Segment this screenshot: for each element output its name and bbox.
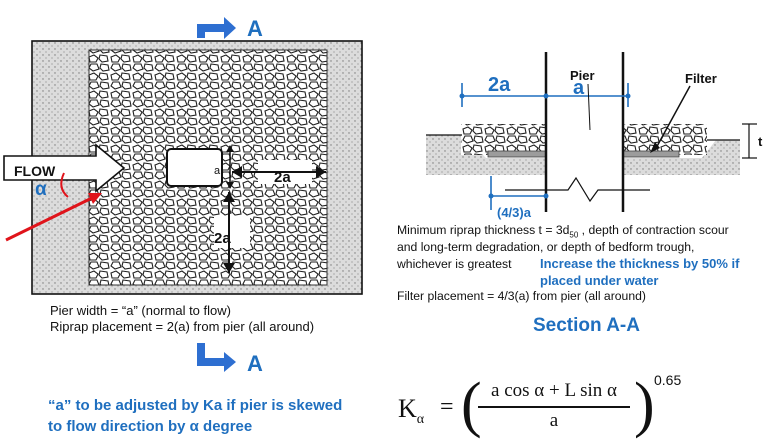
section-title: Section A-A [533,315,640,336]
thickness-note-line1: Minimum riprap thickness t = 3d50 , dept… [397,223,729,240]
increase-note-line1: Increase the thickness by 50% if [540,256,740,271]
filter-layer-left [487,150,547,158]
formula-exponent: 0.65 [654,372,682,388]
formula-lhs: Kα [398,394,425,428]
section-pier-label: Pier [570,68,595,83]
section-filter-dim-label: (4/3)a [497,205,532,220]
skew-arrow [5,194,97,242]
section-dim-2a-label: 2a [488,74,511,96]
formula-numerator: a cos α + L sin α [491,380,617,401]
break-line [505,176,650,203]
plan-dim-right-label: 2a [274,169,291,186]
flow-arrow [3,143,126,193]
increase-note-line2: placed under water [540,273,659,288]
plan-flow-label: FLOW [14,163,56,179]
plan-alpha-label: α [35,179,47,200]
filter-placement-note: Filter placement = 4/3(a) from pier (all… [397,289,646,303]
formula-equals: = [440,394,454,420]
formula-right-paren: ) [634,371,655,439]
riprap-layer-left [461,124,546,155]
skew-note-line1: “a” to be adjusted by Ka if pier is skew… [48,397,343,414]
skew-note-line2: to flow direction by α degree [48,418,253,435]
section-filter-label: Filter [685,71,717,86]
section-t-label: t [758,134,763,149]
riprap-layer-right [623,124,707,155]
section-dim-a-label: a [573,77,585,99]
pier-a-label: a [214,165,221,177]
riprap-placement-note: Riprap placement = 2(a) from pier (all a… [50,319,315,334]
section-marker-top-icon [197,17,236,39]
section-marker-bottom: A [247,351,263,376]
formula-fraction-bar [478,406,630,408]
thickness-note-line2: and long-term degradation, or depth of b… [397,240,695,254]
angle-arc [60,172,69,198]
section-view [426,52,757,212]
thickness-note-line3: whichever is greatest [397,257,512,271]
pier-width-note: Pier width = “a” (normal to flow) [50,303,231,318]
k-alpha-formula: Kα = ( a cos α + L sin α a ) 0.65 [398,372,738,438]
pier-plan [166,148,223,187]
plan-dim-bottom-label: 2a [214,230,231,247]
formula-denominator: a [549,410,559,431]
formula-left-paren: ( [461,371,482,439]
plan-view [3,40,363,295]
section-marker-top: A [247,16,263,41]
section-marker-bottom-icon [197,343,236,372]
